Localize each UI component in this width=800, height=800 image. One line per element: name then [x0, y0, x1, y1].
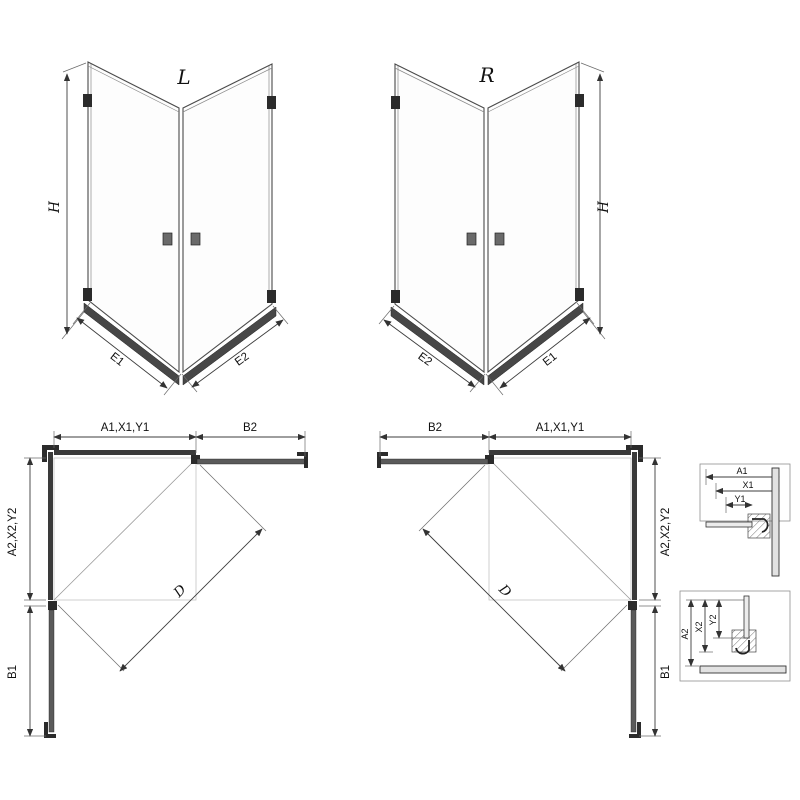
e1-dim-label-left-view: E1 [108, 351, 126, 369]
height-dim-label-right: H [596, 201, 612, 214]
wall-profile-section [699, 665, 787, 674]
glass-section [743, 595, 750, 639]
detail-y2-label: Y2 [708, 614, 718, 625]
wall-profile-section [771, 467, 780, 577]
e2-dim-label-left-view: E2 [233, 351, 251, 369]
door-width-label-plan-left: B2 [243, 422, 257, 434]
door-width-label-plan-right: B2 [428, 422, 442, 434]
profile-hook [752, 518, 769, 533]
e2-dim-label-right-view: E2 [416, 351, 434, 369]
detail-a2-label: A2 [680, 628, 690, 639]
fixed-width-label-plan-left: A1,X1,Y1 [101, 422, 150, 434]
detail-view-horizontal-profile [699, 463, 791, 577]
variant-label-right: R [478, 63, 494, 87]
plan-view-left [24, 431, 308, 738]
side-door-label-plan-right: B1 [660, 665, 672, 679]
diagonal-label-plan-right: D [495, 581, 515, 601]
fixed-width-label-plan-right: A1,X1,Y1 [536, 422, 585, 434]
detail-x2-label: X2 [694, 621, 704, 632]
side-door-label-plan-left: B1 [7, 665, 19, 679]
detail-y1-label: Y1 [734, 494, 745, 504]
depth-label-plan-left: A2,X2,Y2 [7, 508, 19, 557]
detail-view-vertical-profile [679, 590, 791, 682]
detail-frame [699, 463, 791, 522]
depth-label-plan-right: A2,X2,Y2 [660, 508, 672, 557]
detail-frame [679, 590, 791, 682]
height-dim-label-left: H [47, 201, 63, 214]
profile-hook [735, 640, 750, 655]
front-view-right [379, 62, 605, 395]
plan-view-right [377, 431, 661, 738]
variant-label-left: L [176, 65, 190, 89]
glass-section [705, 521, 753, 528]
front-view-left [62, 62, 288, 395]
diagonal-label-plan-left: D [170, 582, 190, 602]
detail-x1-label: X1 [742, 480, 753, 490]
detail-a1-label: A1 [736, 466, 747, 476]
e1-dim-label-right-view: E1 [541, 351, 559, 369]
